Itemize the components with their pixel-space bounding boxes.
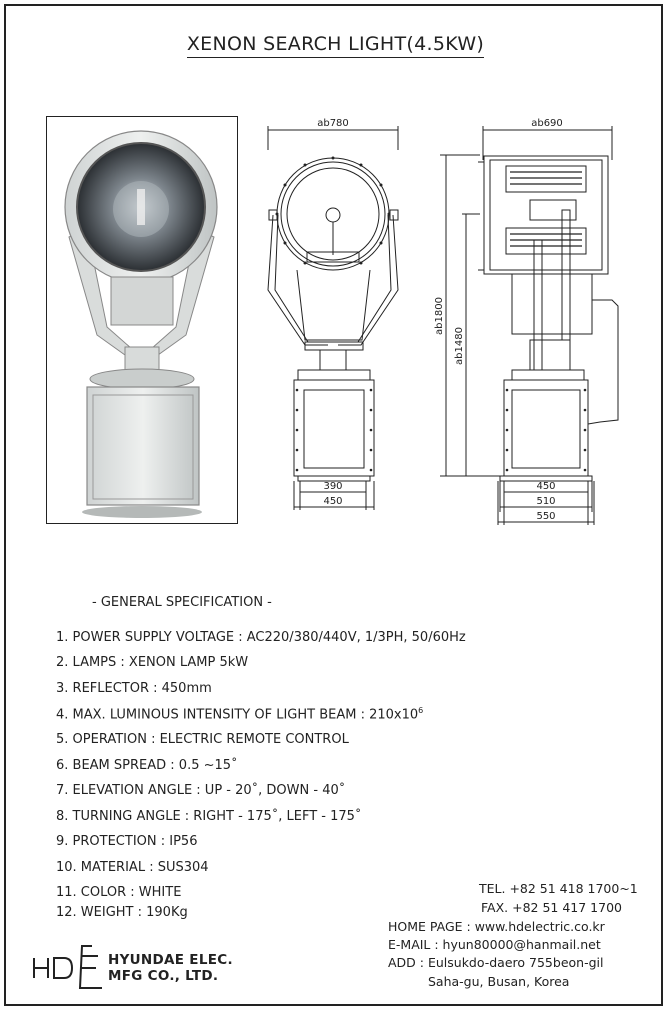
spec-item-superscript: 6 — [418, 706, 424, 715]
spec-item: 10. MATERIAL : SUS304 — [56, 860, 209, 875]
dim-front-base-outer: 450 — [323, 496, 342, 507]
dim-front-width: ab780 — [317, 118, 349, 129]
page-border — [4, 4, 663, 1006]
contact-address-line2: Saha-gu, Busan, Korea — [428, 974, 570, 989]
spec-item-text: 5. OPERATION : ELECTRIC REMOTE CONTROL — [56, 732, 349, 747]
spec-item: 3. REFLECTOR : 450mm — [56, 681, 212, 696]
contact-address-line1: ADD : Eulsukdo-daero 755beon-gil — [388, 955, 604, 970]
spec-item: 12. WEIGHT : 190Kg — [56, 905, 188, 920]
spec-item-text: 1. POWER SUPPLY VOLTAGE : AC220/380/440V… — [56, 630, 466, 645]
hde-logo-icon — [33, 945, 102, 989]
spec-item: 1. POWER SUPPLY VOLTAGE : AC220/380/440V… — [56, 630, 466, 645]
page-title: XENON SEARCH LIGHT(4.5KW) — [0, 33, 671, 58]
contact-homepage: HOME PAGE : www.hdelectric.co.kr — [388, 919, 605, 934]
spec-item-text: 10. MATERIAL : SUS304 — [56, 860, 209, 875]
company-name-line2: MFG CO., LTD. — [108, 968, 219, 984]
spec-item-text: 8. TURNING ANGLE : RIGHT - 175˚, LEFT - … — [56, 809, 362, 824]
dim-front-base-inner: 390 — [323, 481, 342, 492]
spec-item: 9. PROTECTION : IP56 — [56, 834, 197, 849]
dim-side-base-b: 510 — [536, 496, 555, 507]
spec-item: 4. MAX. LUMINOUS INTENSITY OF LIGHT BEAM… — [56, 706, 423, 722]
spec-item: 11. COLOR : WHITE — [56, 885, 181, 900]
spec-item-text: 4. MAX. LUMINOUS INTENSITY OF LIGHT BEAM… — [56, 707, 419, 723]
dim-side-base-a: 450 — [536, 481, 555, 492]
company-name-line1: HYUNDAE ELEC. — [108, 952, 233, 968]
spec-item: 8. TURNING ANGLE : RIGHT - 175˚, LEFT - … — [56, 809, 361, 824]
spec-item-text: 12. WEIGHT : 190Kg — [56, 905, 188, 920]
contact-fax: FAX. +82 51 417 1700 — [481, 900, 622, 915]
technical-drawing: ab780 ab690 390 450 450 510 550 ab1800 a… — [267, 118, 619, 525]
spec-heading: - GENERAL SPECIFICATION - — [92, 595, 272, 610]
searchlight-photo-illustration — [64, 130, 218, 518]
product-photo — [46, 116, 238, 524]
dim-post-height: ab1480 — [454, 327, 465, 365]
dim-side-base-c: 550 — [536, 511, 555, 522]
spec-item-text: 3. REFLECTOR : 450mm — [56, 681, 212, 696]
spec-item: 5. OPERATION : ELECTRIC REMOTE CONTROL — [56, 732, 349, 747]
spec-item-text: 11. COLOR : WHITE — [56, 885, 182, 900]
spec-item-text: 6. BEAM SPREAD : 0.5 ~15˚ — [56, 758, 238, 773]
spec-item-text: 2. LAMPS : XENON LAMP 5kW — [56, 655, 249, 670]
contact-tel: TEL. +82 51 418 1700~1 — [479, 881, 638, 896]
spec-item: 6. BEAM SPREAD : 0.5 ~15˚ — [56, 758, 238, 773]
dim-total-height: ab1800 — [434, 297, 445, 335]
spec-item-text: 7. ELEVATION ANGLE : UP - 20˚, DOWN - 40… — [56, 783, 346, 798]
dim-side-width: ab690 — [531, 118, 563, 129]
spec-item: 7. ELEVATION ANGLE : UP - 20˚, DOWN - 40… — [56, 783, 345, 798]
spec-item-text: 9. PROTECTION : IP56 — [56, 834, 198, 849]
spec-item: 2. LAMPS : XENON LAMP 5kW — [56, 655, 248, 670]
contact-email: E-MAIL : hyun80000@hanmail.net — [388, 937, 601, 952]
